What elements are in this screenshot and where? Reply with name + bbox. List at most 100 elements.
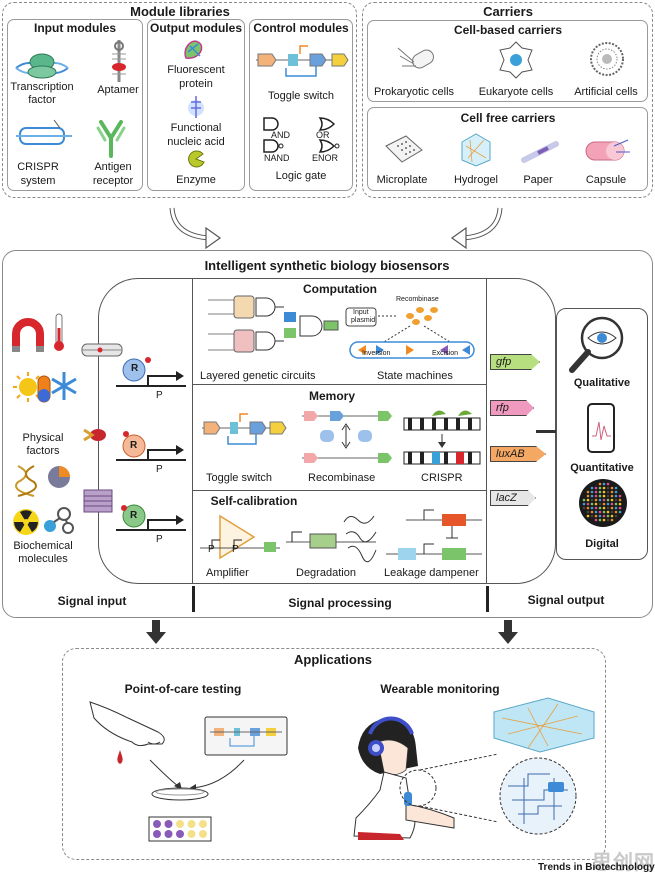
computation-divider: [193, 384, 486, 386]
well: [164, 830, 173, 838]
droplet-dot: [610, 494, 614, 498]
bio-label-1: Biochemical: [13, 540, 73, 552]
wearable-sensor-tag: [548, 782, 564, 792]
control-modules-title: Control modules: [253, 21, 349, 35]
down-arrow-right: [498, 620, 518, 644]
crispr-icon: [16, 119, 72, 145]
well: [176, 820, 184, 828]
droplet-dot: [598, 482, 602, 486]
droplet-dot: [590, 506, 594, 510]
promoter-p-1: P: [156, 390, 163, 401]
thermometer-icon: [54, 313, 64, 351]
aptamer-label: Aptamer: [97, 84, 139, 96]
radiation-icon: [13, 509, 39, 535]
droplet-dot: [606, 486, 610, 490]
droplet-dot: [602, 498, 606, 502]
droplet-dot: [590, 490, 594, 494]
droplet-dot: [602, 490, 606, 494]
paper-label: Paper: [523, 174, 553, 186]
logic-gate-label: Logic gate: [275, 170, 327, 182]
droplet-dot: [614, 514, 618, 518]
droplet-dot: [594, 494, 598, 498]
degradation-label: Degradation: [296, 567, 356, 579]
transcription-factor-icon: [15, 53, 69, 79]
droplet-dot: [586, 514, 590, 518]
watermark-text: 思创网: [592, 852, 655, 874]
droplet-dot: [586, 510, 590, 514]
memory-recombinase-label: Recombinase: [308, 472, 376, 484]
well: [164, 820, 173, 828]
membrane-receptor-top: [81, 343, 123, 357]
hydrogel-icon: [461, 133, 491, 167]
wearable-monitoring-label: Wearable monitoring: [380, 682, 500, 696]
state-machines-diagram: [345, 307, 475, 359]
nucleic-label-1: Functional: [170, 122, 222, 134]
droplet-dot: [614, 506, 618, 510]
antigen-label-2: receptor: [92, 175, 134, 187]
capsule-label: Capsule: [585, 174, 627, 186]
droplet-dot: [610, 498, 614, 502]
hydrogel-patch-circuit: [493, 697, 595, 835]
droplet-dot: [594, 498, 598, 502]
memory-toggle-label: Toggle switch: [206, 472, 273, 484]
toggle-switch-label: Toggle switch: [267, 90, 335, 102]
well: [153, 820, 161, 828]
gate-or: OR: [316, 130, 330, 140]
regulator-r-2: R: [130, 440, 138, 451]
magnet-icon: [12, 318, 44, 352]
memory-title: Memory: [308, 389, 356, 403]
wearable-zoom-lines: [399, 753, 499, 823]
bottom-divider-right: [486, 586, 489, 612]
molecule-icon: [44, 507, 74, 534]
memory-divider: [193, 490, 486, 492]
droplet-dot: [614, 502, 618, 506]
petri-dish-icon: [151, 787, 209, 801]
droplet-dot: [618, 502, 622, 506]
gate-enor: ENOR: [312, 153, 339, 163]
pie-segment-icon: [48, 466, 70, 488]
gene-luxab-label: luxAB: [496, 448, 525, 460]
droplet-dot: [602, 494, 606, 498]
droplet-dot: [618, 506, 622, 510]
droplet-dot: [598, 498, 602, 502]
droplet-dot: [582, 506, 586, 510]
toggle-switch-icon: [256, 45, 349, 77]
droplet-dot: [590, 502, 594, 506]
degradation-diagram: [286, 515, 377, 563]
droplet-dot: [598, 494, 602, 498]
digital-droplets-icon: [579, 479, 627, 527]
recombinase-small-label: Recombinase: [396, 296, 439, 303]
droplet-dot: [618, 498, 622, 502]
gene-rfp: rfp: [490, 400, 534, 416]
crispr-label-1: CRISPR: [17, 161, 59, 173]
credit-text: Trends in Biotechnology: [538, 862, 655, 873]
poc-circuit-card: [204, 716, 288, 756]
droplet-dot: [618, 494, 622, 498]
regulator-r-1: R: [131, 363, 139, 374]
droplet-dot: [606, 502, 610, 506]
biosensors-title: Intelligent synthetic biology biosensors: [204, 258, 450, 273]
droplet-dot: [586, 498, 590, 502]
antigen-label-1: Antigen: [94, 161, 132, 173]
antibody-receptor-middle: [83, 428, 106, 442]
transcription-label-2: factor: [28, 94, 56, 106]
logic-gate-icons: [263, 117, 340, 153]
memory-crispr-diagram: [403, 410, 481, 465]
gene-gfp: gfp: [490, 354, 540, 370]
well: [187, 830, 196, 838]
transcription-label-1: Transcription: [10, 81, 74, 93]
droplet-dot: [582, 502, 586, 506]
microplate-icon: [385, 135, 423, 163]
fluorescent-label-2: protein: [179, 78, 213, 90]
magnifier-eye-icon: [569, 316, 624, 373]
eukaryote-cell-icon: [499, 41, 533, 79]
droplet-dot: [610, 514, 614, 518]
aptamer-icon: [112, 40, 126, 82]
state-machines-label: State machines: [377, 370, 453, 382]
applications-title: Applications: [293, 652, 373, 667]
signal-processing-label: Signal processing: [288, 596, 392, 610]
droplet-dot: [582, 498, 586, 502]
functional-nucleic-acid-icon: [188, 96, 204, 118]
fluorescent-protein-icon: [184, 40, 203, 59]
curved-arrow-left: [169, 207, 222, 250]
